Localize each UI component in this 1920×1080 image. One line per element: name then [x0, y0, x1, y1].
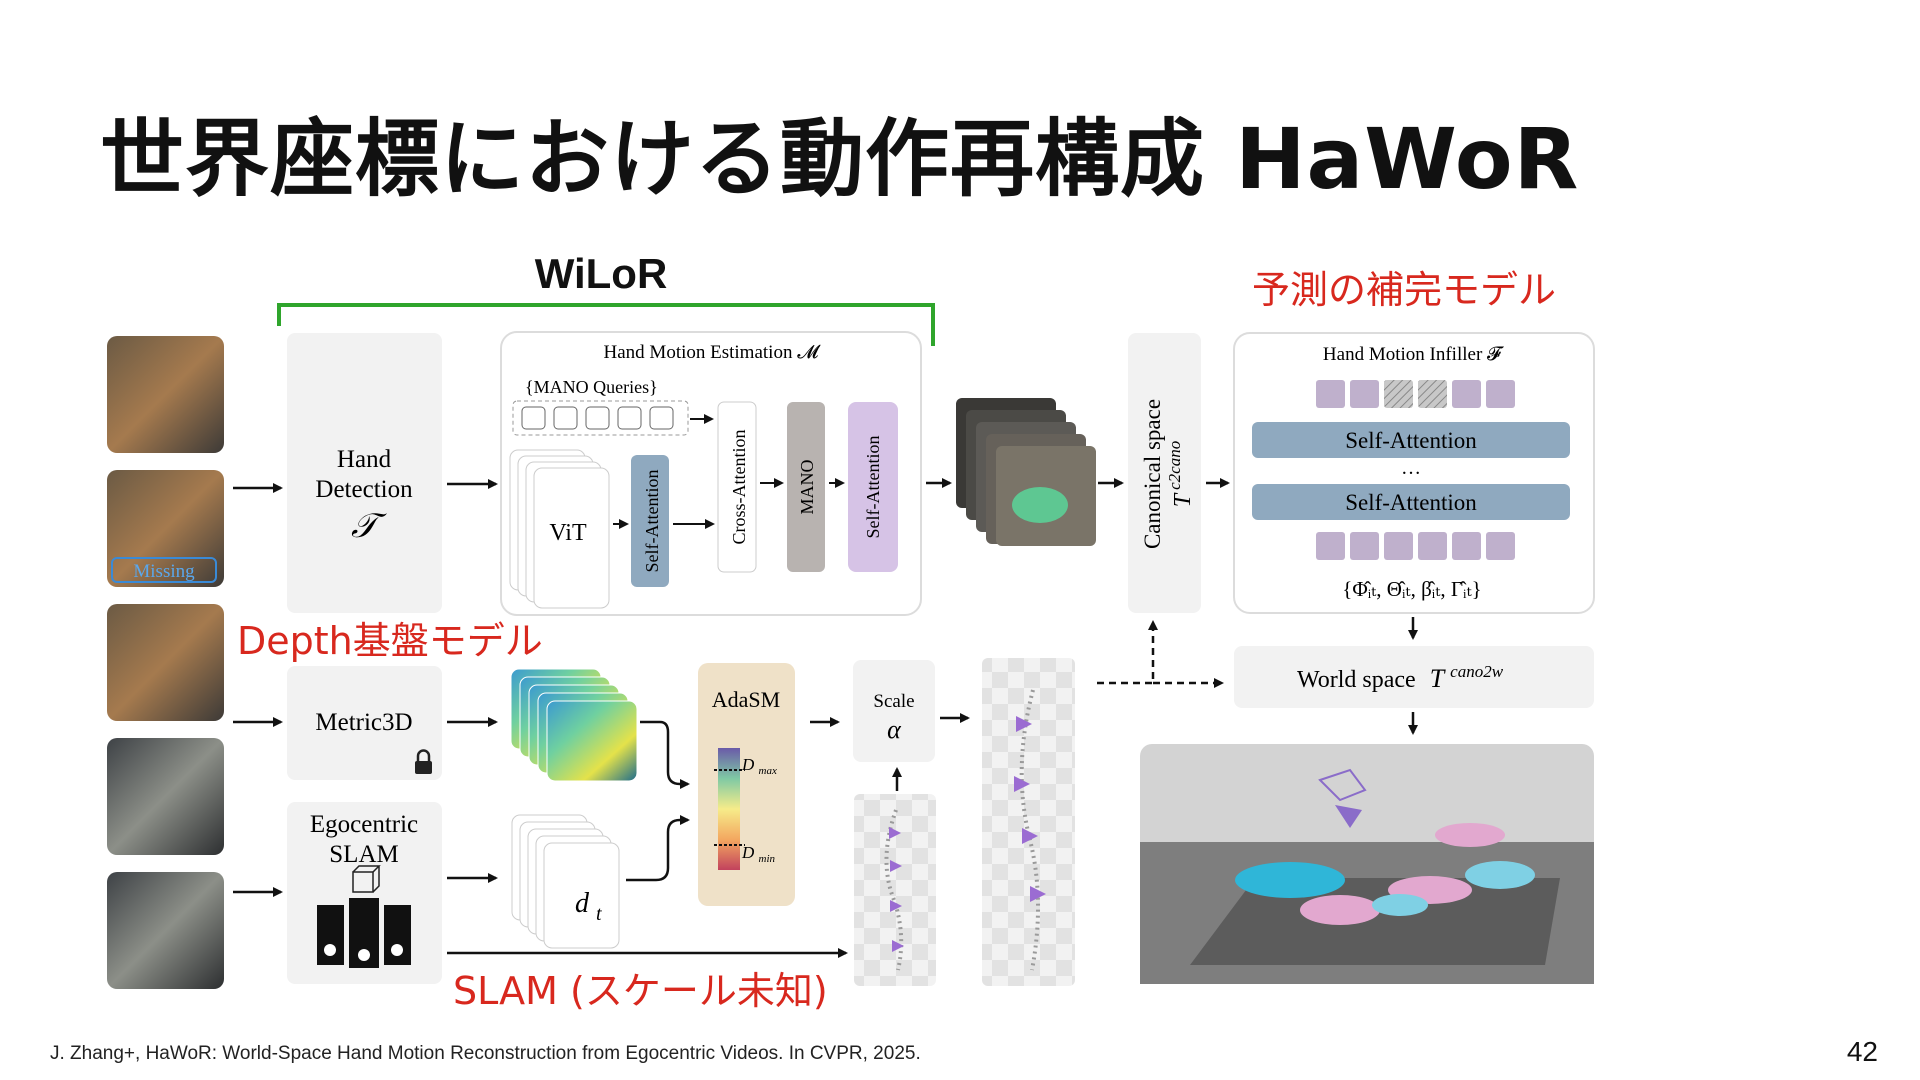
dmin-sub: min: [759, 853, 776, 865]
canonical-symbol: T: [1170, 492, 1196, 507]
dmin-label: D: [741, 843, 755, 862]
slam-line2: SLAM: [329, 841, 398, 868]
world-space-block: [1234, 646, 1594, 708]
missing-badge: [111, 557, 217, 583]
depth-dt-stack: [511, 814, 620, 949]
mano-queries-label: {MANO Queries}: [525, 377, 658, 397]
footer-reference: J. Zhang+, HaWoR: World-Space Hand Motio…: [50, 1043, 921, 1064]
mano-query-tokens: [521, 406, 674, 430]
infiller-output-tokens: [1316, 532, 1515, 560]
infiller-annotation: 予測の補完モデル: [1252, 268, 1556, 312]
input-frame-1: [107, 336, 224, 453]
scale-label: Scale: [873, 691, 914, 712]
infiller-self-attention-1: [1252, 422, 1570, 458]
canonical-sup: c2cano: [1165, 441, 1184, 490]
infiller-self-attention-label-1: Self-Attention: [1345, 428, 1477, 453]
scaled-trajectory-panel: [982, 658, 1075, 986]
infiller-title: Hand Motion Infiller 𝓕: [1323, 344, 1505, 365]
depth-map-stack: [510, 668, 638, 782]
infiller-self-attention-2: [1252, 484, 1570, 520]
input-frames: Missing: [107, 336, 224, 989]
lock-icon: [415, 749, 432, 774]
world-space-symbol: T: [1430, 664, 1446, 693]
scale-symbol: α: [887, 715, 902, 744]
svg-text:D min: D min: [741, 843, 776, 865]
metric3d-block: [287, 666, 442, 780]
svg-text:d t: d t: [575, 888, 602, 925]
vit-label: ViT: [549, 520, 587, 546]
cross-attention-label: Cross-Attention: [729, 430, 749, 545]
input-frame-4: [107, 738, 224, 855]
slam-line1: Egocentric: [310, 811, 418, 838]
cross-attention-block: [717, 401, 757, 573]
hand-detection-line2: Detection: [315, 476, 413, 503]
infiller-input-tokens: [1316, 380, 1515, 408]
infiller-output-label: {Φ̂ᵢₜ, Θ̂ᵢₜ, β̂ᵢₜ, Γ̂ᵢₜ}: [1342, 577, 1481, 601]
world-space-label: World space: [1297, 667, 1416, 693]
canonical-space-block: [1128, 333, 1201, 613]
estimated-hand-frames: [956, 398, 1096, 546]
wilor-label: WiLoR: [535, 250, 668, 297]
self-attention-block-2: [848, 402, 898, 572]
svg-text:D max: D max: [741, 755, 777, 777]
dashed-arrow-to-canonical: [1097, 620, 1158, 685]
input-frame-5: [107, 872, 224, 989]
depth-annotation: Depth基盤モデル: [237, 619, 543, 663]
adasm-colorbar: [718, 748, 740, 870]
slide-title: 世界座標における動作再構成 HaWoR: [100, 110, 1580, 208]
self-attention-block-1: [631, 455, 669, 587]
page-number: 42: [1846, 1036, 1878, 1067]
slam-trajectory-panel: [854, 794, 936, 986]
world-space-render: [1140, 744, 1594, 984]
dmax-sub: max: [759, 765, 777, 777]
slam-annotation: SLAM (スケール未知): [453, 969, 828, 1013]
adasm-title: AdaSM: [712, 687, 780, 712]
input-frame-3: [107, 604, 224, 721]
self-attention-label-1: Self-Attention: [642, 470, 662, 573]
hand-detection-block: [287, 333, 442, 613]
missing-label: Missing: [133, 561, 195, 582]
svg-text:World space T cano2w: World space T cano2w: [1297, 662, 1504, 693]
mano-queries-box: [512, 400, 689, 436]
vit-stack: [509, 449, 610, 609]
hme-title: Hand Motion Estimation 𝓜: [604, 342, 822, 363]
dt-label: d: [575, 888, 590, 919]
wilor-bracket: [277, 303, 935, 346]
world-space-sup: cano2w: [1450, 662, 1504, 681]
infiller-ellipsis: …: [1401, 457, 1421, 479]
mano-block: [787, 402, 825, 572]
metric3d-label: Metric3D: [315, 709, 412, 736]
self-attention-label-2: Self-Attention: [863, 436, 883, 539]
mano-label: MANO: [797, 459, 817, 514]
hand-detection-line1: Hand: [337, 446, 392, 473]
dt-sub: t: [596, 903, 602, 925]
canonical-space-label: Canonical space: [1140, 399, 1165, 549]
infiller-self-attention-label-2: Self-Attention: [1345, 490, 1477, 515]
camera-cube-icon: [317, 865, 411, 968]
scale-block: [853, 660, 935, 762]
dmax-label: D: [741, 755, 755, 774]
svg-text:T c2cano: T c2cano: [1165, 441, 1196, 507]
